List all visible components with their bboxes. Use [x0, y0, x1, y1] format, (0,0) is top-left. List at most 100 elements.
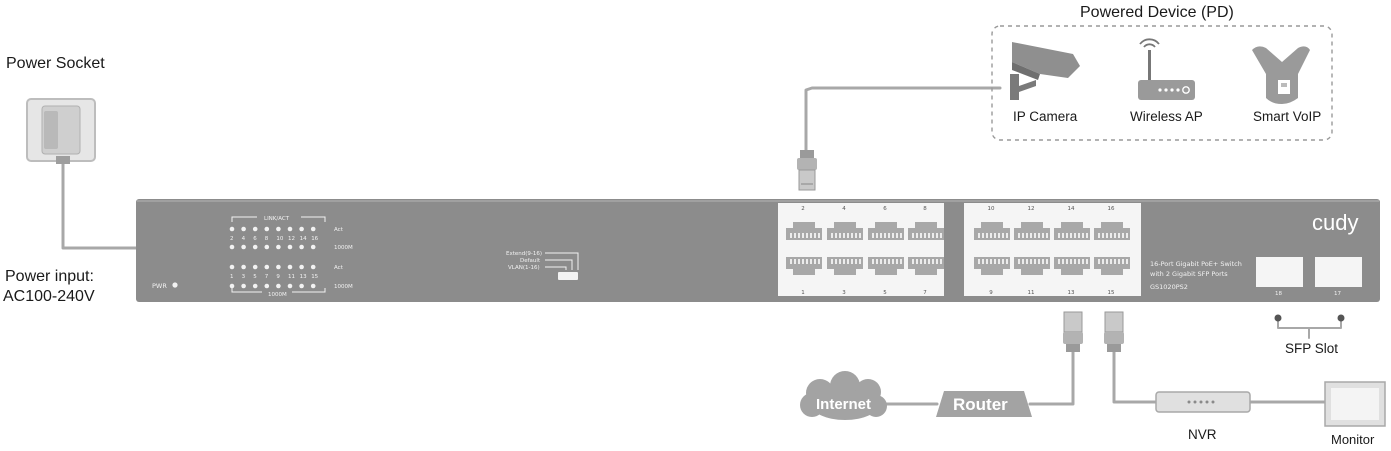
speed-bottom-label: 1000M [334, 284, 353, 290]
smart-voip-icon [1252, 46, 1310, 104]
link-act-label: LINK/ACT [264, 216, 290, 222]
pwr-label: PWR [152, 282, 167, 290]
switch-panel: PWR LINK/ACT Act 1000M Act 1000M 1000M 2… [136, 199, 1380, 302]
led-indicator [264, 226, 270, 232]
router-plug-icon [1063, 311, 1083, 352]
act-bottom-label: Act [334, 265, 344, 271]
port-number: 3 [842, 290, 846, 296]
switch-desc-line2: with 2 Gigabit SFP Ports [1150, 270, 1228, 278]
mode-switch-button[interactable] [558, 272, 578, 280]
port-number: 15 [1108, 290, 1115, 296]
sfp-slot-label: SFP Slot [1285, 341, 1339, 356]
ethernet-port[interactable] [1014, 222, 1050, 240]
ip-camera-label: IP Camera [1013, 109, 1078, 124]
led-indicator [310, 283, 316, 289]
ethernet-port[interactable] [1094, 257, 1130, 275]
ethernet-port[interactable] [908, 257, 944, 275]
led-number: 16 [311, 236, 318, 242]
ip-camera-icon [1010, 42, 1080, 100]
ethernet-port[interactable] [827, 257, 863, 275]
port-number: 12 [1028, 206, 1035, 212]
bottom-group-label: 1000M [268, 292, 287, 298]
ethernet-port[interactable] [1054, 222, 1090, 240]
port-number: 11 [1028, 290, 1035, 296]
wireless-ap-label: Wireless AP [1130, 109, 1203, 124]
router-label: Router [953, 395, 1008, 414]
nvr-cable [1112, 350, 1158, 404]
sfp-port-number-17: 17 [1334, 291, 1341, 297]
led-number: 14 [300, 236, 307, 242]
port-number: 2 [801, 206, 805, 212]
led-indicator [252, 226, 258, 232]
led-indicator [229, 283, 235, 289]
power-socket-label: Power Socket [6, 55, 105, 72]
ethernet-port[interactable] [786, 222, 822, 240]
led-dots [229, 226, 316, 289]
led-indicator [264, 283, 270, 289]
ethernet-port[interactable] [1054, 257, 1090, 275]
ethernet-port[interactable] [974, 222, 1010, 240]
port-number: 14 [1068, 206, 1075, 212]
led-indicator [310, 264, 316, 270]
led-indicator [241, 264, 246, 270]
port-number: 7 [923, 290, 927, 296]
ethernet-port[interactable] [974, 257, 1010, 275]
led-indicator [241, 283, 246, 289]
mode-default-label: Default [520, 258, 541, 264]
port-number: 8 [923, 206, 927, 212]
led-indicator [229, 244, 235, 250]
sfp-bracket [1277, 317, 1342, 339]
led-indicator [229, 264, 235, 270]
ethernet-port[interactable] [908, 222, 944, 240]
monitor-label: Monitor [1331, 432, 1375, 447]
led-indicator [287, 244, 293, 250]
led-indicator [276, 226, 281, 232]
led-number: 13 [300, 274, 307, 280]
port-number: 9 [989, 290, 993, 296]
led-number: 3 [242, 274, 246, 280]
powered-device-title: Powered Device (PD) [1080, 4, 1234, 21]
led-number: 12 [288, 236, 295, 242]
led-number: 5 [253, 274, 257, 280]
brand-logo: cudy [1312, 210, 1358, 235]
led-indicator [241, 244, 246, 250]
ethernet-port[interactable] [827, 222, 863, 240]
cables [61, 86, 1342, 406]
sfp-dot-right [1337, 314, 1345, 322]
sfp-port-number-18: 18 [1275, 291, 1282, 297]
led-indicator [264, 244, 270, 250]
camera-cable [804, 86, 1002, 152]
sfp-slot-18[interactable] [1256, 257, 1303, 287]
sfp-slot-17[interactable] [1315, 257, 1362, 287]
ethernet-port[interactable] [1014, 257, 1050, 275]
led-number: 9 [276, 274, 280, 280]
act-top-label: Act [334, 227, 344, 233]
sfp-dot-left [1274, 314, 1282, 322]
led-indicator [252, 264, 258, 270]
ethernet-port[interactable] [868, 222, 904, 240]
port-group-2 [964, 203, 1141, 296]
power-cable [61, 156, 142, 250]
led-number: 15 [311, 274, 318, 280]
ethernet-port[interactable] [1094, 222, 1130, 240]
pd-dashed-box [991, 25, 1333, 141]
led-indicator [287, 264, 293, 270]
led-indicator [276, 264, 281, 270]
led-indicator [299, 226, 304, 232]
power-input-label: Power input: [5, 268, 94, 285]
ethernet-port[interactable] [786, 257, 822, 275]
led-indicator [252, 283, 258, 289]
ethernet-port[interactable] [868, 257, 904, 275]
mode-selector: Extend(9-16) Default VLAN(1-16) [506, 251, 579, 280]
led-number: 11 [288, 274, 295, 280]
nvr-plug-icon [1104, 311, 1124, 352]
internet-label: Internet [816, 396, 871, 413]
smart-voip-label: Smart VoIP [1253, 109, 1322, 124]
mode-extend-label: Extend(9-16) [506, 251, 542, 257]
wireless-ap-icon [1138, 38, 1195, 100]
router-box [936, 391, 1032, 417]
